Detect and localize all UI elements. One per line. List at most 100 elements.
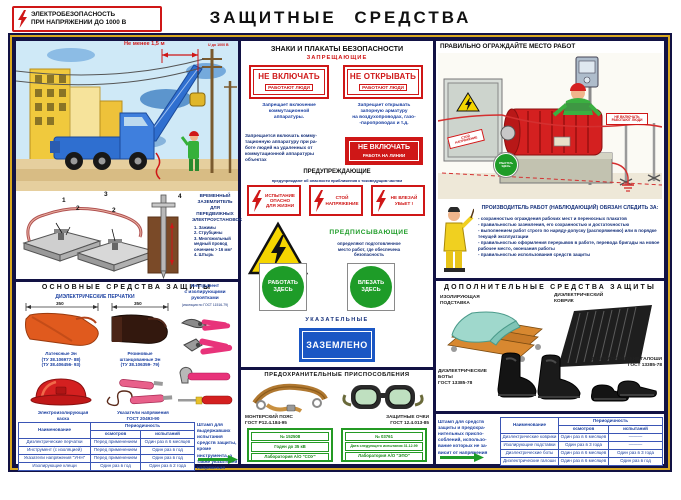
cell-inspect: Перед применением: [90, 454, 141, 463]
glove-rubber: 350: [108, 301, 172, 349]
left-inspection-table: Наименование Периодичность осмотров испы…: [18, 422, 195, 471]
signs-panel-title: ЗНАКИ И ПЛАКАТЫ БЕЗОПАСНОСТИ: [270, 44, 404, 53]
stamp-number: № 152508: [251, 432, 329, 442]
cell-test: ———: [608, 433, 663, 442]
cell-test: Один раз в год: [140, 454, 195, 463]
green-arrow-icon: [440, 453, 484, 462]
main-protection-title: ОСНОВНЫЕ СРЕДСТВА ЗАЩИТЫ: [41, 284, 213, 291]
voltage-indicator-illustration: [106, 378, 173, 407]
cell-test: Один раз в год: [608, 457, 663, 466]
dielectric-galoshes-illustration: [591, 380, 657, 402]
crane-scene-illustration: [15, 41, 238, 191]
supervisor-section: ПРОИЗВОДИТЕЛЬ РАБОТ (НАБЛЮДАЮЩИЙ) ОБЯЗАН…: [436, 201, 664, 278]
galoshes-caption: ДИЭЛЕКТРИЧЕСКИЕ ГАЛОШИ ГОСТ 13385-78: [590, 357, 662, 368]
sign-line2: ЗДЕСЬ: [273, 287, 293, 293]
stamp-lab: Лаборатория А/О "ЭПО": [345, 451, 423, 462]
supervisor-item: - правильностью заземления, его сохранно…: [478, 222, 630, 228]
dielectric-boots-illustration: [497, 352, 581, 400]
indicator-caption: Указатели напряжения ГОСТ 20493-90: [117, 410, 169, 421]
callout-2a: 2: [76, 205, 80, 212]
cell-test: Один раз в 6 месяцев: [140, 438, 195, 447]
helmet-illustration: [30, 378, 92, 406]
sign1-caption: Запрещает включение коммутационной аппар…: [262, 103, 316, 120]
goggles-illustration: [342, 385, 424, 409]
supervisor-item: - правильностью использования средств за…: [478, 252, 591, 258]
callout-3: 3: [104, 191, 108, 198]
belt-caption: МОНТЕРСКИЙ ПОЯС ГОСТ Р12.4.184-95: [245, 414, 293, 425]
sign-ispytanie-opasno: ИСПЫТАНИЕ ОПАСНО ДЛЯ ЖИЗНИ: [247, 185, 301, 216]
warn-line: УБЬЕТ !: [394, 200, 414, 206]
additional-section: ДОПОЛНИТЕЛЬНЫЕ СРЕДСТВА ЗАЩИТЫ ИЗОЛИРУЮЩ…: [436, 281, 664, 411]
devices-panel: ПРЕДОХРАНИТЕЛЬНЫЕ ПРИСПОСОБЛЕНИЯ МОНТЕРС…: [241, 370, 433, 464]
devices-title: ПРЕДОХРАНИТЕЛЬНЫЕ ПРИСПОСОБЛЕНИЯ: [264, 372, 410, 378]
warning-subtitle: предупреждают об опасности приближения к…: [271, 178, 403, 183]
sign-line2: РАБОТАЮТ ЛЮДИ: [359, 84, 407, 91]
stamp-number: № 03761: [345, 432, 423, 442]
supervisor-figure: [443, 207, 474, 272]
col-period: Периодичность: [90, 422, 195, 431]
cell-name: Инструмент (с изоляцией): [18, 446, 91, 455]
sign-ne-vlezaj: НЕ ВЛЕЗАЙ УБЬЕТ !: [371, 185, 425, 216]
crane-distance-label: Не менее 1,5 м: [124, 41, 165, 47]
callout-1: 1: [62, 197, 66, 204]
col-inspect: осмотров: [558, 425, 609, 434]
cell-inspect: Один раз в 6 месяцев: [558, 433, 609, 442]
glove-latex: 350: [20, 301, 104, 349]
table-row: Диэлектрические боты Один раз в 6 месяце…: [500, 449, 663, 458]
sign-zazemleno: ЗАЗЕМЛЕНО: [299, 328, 375, 362]
right-stamp-note: Штамп для средств защиты и предохра- нит…: [438, 419, 488, 455]
col-test: испытаний: [608, 425, 663, 434]
callout-2b: 2: [112, 207, 116, 214]
divider-left-mid: [238, 41, 241, 464]
insulated-tools-illustration: [178, 318, 233, 405]
grounding-title: ВРЕМЕННЫЙ ЗАЗЕМЛИТЕЛЬ ДЛЯ ПЕРЕДВИЖНЫХ ЭЛ…: [192, 193, 242, 222]
sign-line2: ЗДЕСЬ: [361, 287, 381, 293]
cell-name: Изолирующие клещи: [18, 462, 91, 471]
cell-inspect: Один раз в 3 года: [558, 441, 609, 450]
cell-test: Один раз в 3 года: [608, 449, 663, 458]
glove2-caption: Резиновые штанцованные Эн (ТУ 38.106359-…: [119, 351, 161, 368]
cell-inspect: Один раз в 6 месяцев: [558, 457, 609, 466]
grounding-item: 2. Струбцины: [194, 230, 223, 236]
green-arrow-icon: [198, 455, 238, 464]
lightning-icon: [252, 189, 262, 212]
sign-line2: РАБОТА НА ЛИНИИ: [362, 153, 406, 158]
warn-line: ИСПЫТАНИЕ: [265, 192, 295, 198]
electro-safety-badge: ЭЛЕКТРОБЕЗОПАСНОСТЬ ПРИ НАПРЯЖЕНИИ ДО 10…: [12, 6, 162, 32]
dielectric-mat-illustration: [558, 305, 652, 367]
glove1-dim: 350: [56, 301, 64, 306]
table-row: Диэлектрические коврики Один раз в 6 мес…: [500, 433, 663, 442]
lightning-icon: [376, 189, 386, 212]
boots-caption: ДИЭЛЕКТРИЧЕСКИЕ БОТЫ ГОСТ 13385-78: [438, 369, 487, 386]
sign-ne-otkryvat: НЕ ОТКРЫВАТЬ РАБОТАЮТ ЛЮДИ: [343, 65, 423, 99]
grounding-item: 4. Штырь: [194, 252, 214, 258]
sign-line1: РАБОТАТЬ: [268, 280, 298, 287]
supervisor-title: ПРОИЗВОДИТЕЛЬ РАБОТ (НАБЛЮДАЮЩИЙ) ОБЯЗАН…: [481, 205, 659, 211]
cell-name: Диэлектрические галоши: [500, 457, 559, 466]
grounding-illustration: [22, 206, 156, 272]
divider-left-h: [16, 279, 238, 282]
zazemleno-text: ЗАЗЕМЛЕНО: [306, 340, 368, 350]
supervisor-list: - сохранностью ограждения рабочих мест и…: [478, 216, 662, 258]
stamp-rating: Годен до 35 кВ: [251, 442, 329, 452]
divider-right-h1: [436, 278, 664, 281]
cell-test: ———: [608, 441, 663, 450]
cell-test: Один раз в 2 года: [140, 462, 195, 471]
glove1-caption: Латексные Эн (ТУ 38.106977- 88) (ТУ 38.4…: [41, 351, 81, 368]
badge-line2: ПРИ НАПРЯЖЕНИИ ДО 1000 В: [31, 19, 127, 26]
mat-caption: ДИЭЛЕКТРИЧЕСКИЙ КОВРИК: [554, 293, 604, 304]
fence-title: ПРАВИЛЬНО ОГРАЖДАЙТЕ МЕСТО РАБОТ: [440, 43, 576, 50]
sign-line1: НЕ ВКЛЮЧАТЬ: [258, 72, 320, 81]
table-row: Изолирующие клещи Один раз в год Один ра…: [18, 462, 195, 471]
sign-line2: РАБОТАЮТ ЛЮДИ: [265, 84, 313, 91]
cell-inspect: Перед применением: [90, 438, 141, 447]
col-period: Периодичность: [558, 417, 663, 426]
left-stamp-note: Штамп для выдержавших испытания средств …: [197, 422, 238, 470]
table-row: Инструмент (с изоляцией) Перед применени…: [18, 446, 195, 455]
warn-line: НЕ ВЛЕЗАЙ: [390, 195, 418, 201]
frame-pinstripe: [10, 35, 670, 470]
poster-content: Не менее 1,5 м U до 1000 В: [15, 41, 664, 471]
col-name: Наименование: [500, 417, 559, 434]
prescribing-subtitle: определяют подготовленное место работ, г…: [337, 241, 401, 258]
divider-mid-h: [241, 367, 433, 370]
